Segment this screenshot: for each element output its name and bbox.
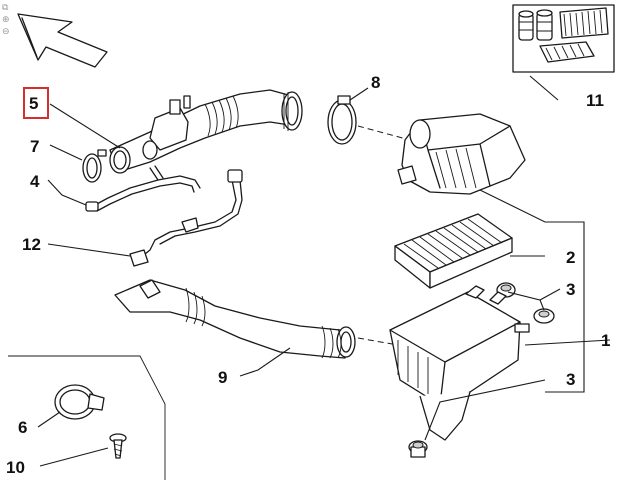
- wiring-harness-12: [129, 169, 243, 267]
- zoom-out-icon[interactable]: ⊖: [2, 27, 10, 37]
- hose-clamp-6: [54, 384, 105, 420]
- callout-10[interactable]: 10: [6, 458, 25, 477]
- lower-intake-hose-9: [114, 279, 356, 359]
- breather-hose-4: [85, 165, 201, 212]
- callout-7[interactable]: 7: [30, 137, 39, 156]
- callout-6[interactable]: 6: [18, 418, 27, 437]
- oil-filter-canister-1: [518, 10, 534, 41]
- copy-icon[interactable]: ⧉: [2, 3, 9, 13]
- direction-arrow: [17, 13, 108, 68]
- hose-clamp-8: [327, 95, 357, 145]
- callout-8[interactable]: 8: [371, 73, 380, 92]
- air-filter-element-2: [394, 213, 513, 289]
- leader-lines: [37, 75, 611, 467]
- upper-intake-duct: [109, 89, 303, 174]
- callout-3-lower[interactable]: 3: [566, 370, 575, 389]
- callout-3-upper[interactable]: 3: [566, 280, 575, 299]
- selected-callout-highlight: [23, 87, 49, 119]
- hose-9-alignment-line: [357, 337, 399, 346]
- section-divider: [8, 355, 166, 480]
- callout-4[interactable]: 4: [30, 172, 40, 191]
- airbox-lower-housing-1: [389, 285, 530, 441]
- clamp-8-alignment-line: [357, 125, 411, 141]
- oil-filter-canister-2: [536, 9, 553, 41]
- callout-2[interactable]: 2: [566, 248, 575, 267]
- callout-11[interactable]: 11: [586, 91, 604, 110]
- panel-filter-inset: [559, 7, 609, 39]
- callout-9[interactable]: 9: [218, 368, 227, 387]
- group-bracket-1: [479, 189, 585, 393]
- filter-kit-inset: [512, 4, 615, 73]
- cabin-filter-inset: [539, 41, 595, 63]
- rubber-grommet-3-lower: [408, 440, 428, 458]
- screw-10: [109, 433, 127, 459]
- rubber-grommet-3-upper: [496, 282, 555, 324]
- callout-12[interactable]: 12: [22, 235, 41, 254]
- callout-1[interactable]: 1: [601, 331, 610, 350]
- callout-5[interactable]: 5: [29, 94, 38, 113]
- zoom-in-icon[interactable]: ⊕: [2, 15, 10, 25]
- hose-clamp-7: [82, 149, 107, 183]
- airbox-cover: [397, 113, 526, 195]
